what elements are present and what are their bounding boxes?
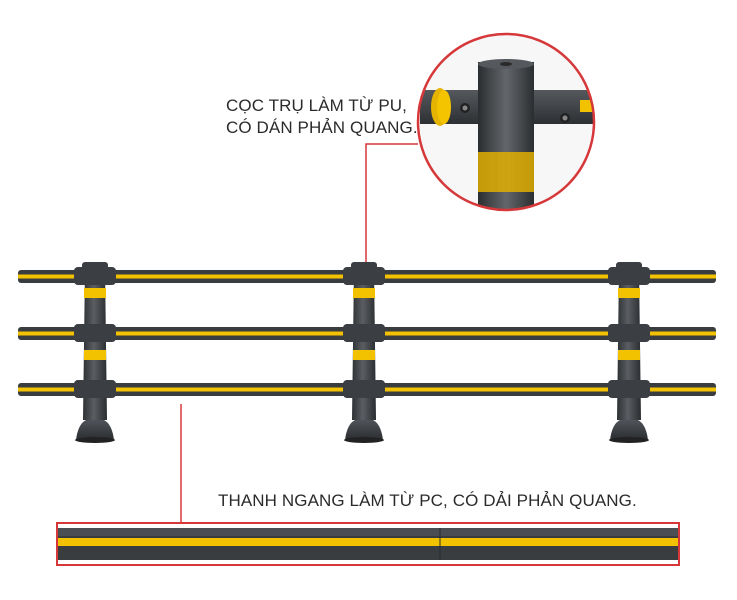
callout-lines	[180, 143, 418, 523]
post-left	[74, 262, 116, 443]
rail-detail	[56, 522, 680, 566]
post-zoom-detail	[416, 32, 596, 212]
zoom-circle-outline	[416, 32, 596, 212]
post-callout-label: CỌC TRỤ LÀM TỪ PU, CÓ DÁN PHẢN QUANG.	[226, 95, 418, 139]
post-center	[343, 262, 385, 443]
rail-detail-outline	[56, 522, 680, 566]
post-right	[608, 262, 650, 443]
rail-callout-label: THANH NGANG LÀM TỪ PC, CÓ DẢI PHẢN QUANG…	[218, 491, 637, 510]
post-callout-line-1: CỌC TRỤ LÀM TỪ PU,	[226, 96, 407, 115]
post-callout-line-2: CÓ DÁN PHẢN QUANG.	[226, 118, 418, 137]
post-callout-line	[365, 143, 418, 262]
